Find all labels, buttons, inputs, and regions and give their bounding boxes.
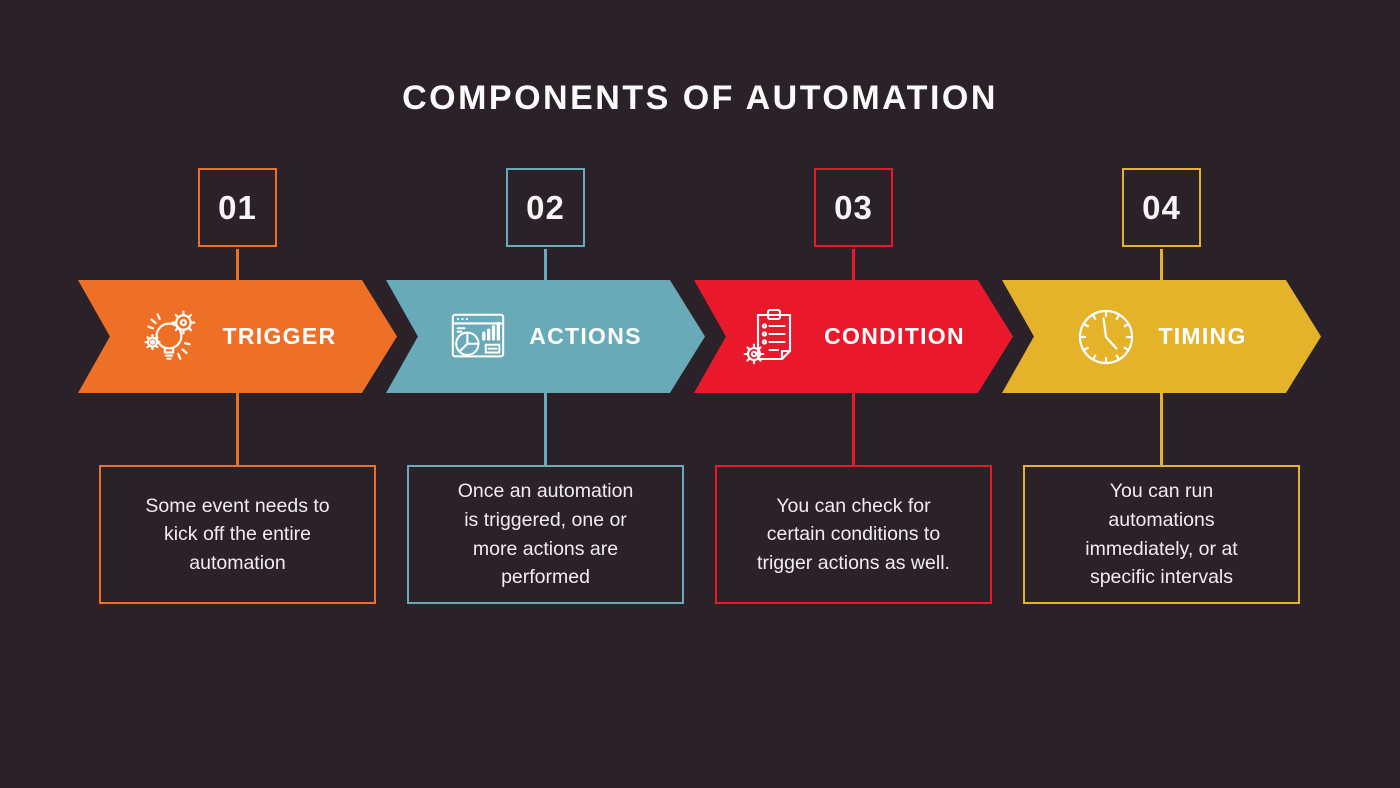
- connector-line: [1160, 249, 1163, 280]
- arrow-banner: CONDITION: [694, 280, 1013, 393]
- clipboard-checklist-gear-icon: [740, 304, 804, 370]
- step-label: CONDITION: [824, 323, 965, 349]
- step-number: 04: [1142, 188, 1181, 226]
- step-description-box: Some event needs to kick off the entire …: [99, 465, 376, 604]
- step-timing: 04: [1002, 168, 1321, 604]
- step-number: 03: [834, 188, 873, 226]
- step-actions: 02: [386, 168, 705, 604]
- connector-line: [544, 393, 547, 465]
- step-number-box: 04: [1122, 168, 1201, 247]
- step-number: 02: [526, 188, 565, 226]
- connector-line: [236, 393, 239, 465]
- step-description: Some event needs to kick off the entire …: [145, 494, 330, 574]
- step-label: TIMING: [1158, 323, 1247, 349]
- step-label: TRIGGER: [222, 323, 337, 349]
- step-condition: 03: [694, 168, 1013, 604]
- step-number-box: 02: [506, 168, 585, 247]
- page-title: COMPONENTS OF AUTOMATION: [402, 79, 998, 117]
- browser-charts-icon: [447, 308, 509, 366]
- arrow-banner: TIMING: [1002, 280, 1321, 393]
- step-number-box: 01: [198, 168, 277, 247]
- connector-line: [1160, 393, 1163, 465]
- connector-line: [852, 393, 855, 465]
- arrow-banner: TRIGGER: [78, 280, 397, 393]
- step-label: ACTIONS: [529, 323, 642, 349]
- step-description: Once an automation is triggered, one or …: [457, 480, 634, 589]
- connector-line: [236, 249, 239, 280]
- clock-icon: [1074, 305, 1138, 369]
- connector-line: [852, 249, 855, 280]
- step-description: You can check for certain conditions to …: [757, 494, 950, 574]
- step-description: You can run automations immediately, or …: [1085, 480, 1238, 589]
- lightbulb-gears-icon: [137, 304, 203, 370]
- step-number: 01: [218, 188, 257, 226]
- step-description-box: You can run automations immediately, or …: [1023, 465, 1300, 604]
- step-description-box: Once an automation is triggered, one or …: [407, 465, 684, 604]
- connector-line: [544, 249, 547, 280]
- step-trigger: 01: [78, 168, 397, 604]
- step-number-box: 03: [814, 168, 893, 247]
- step-description-box: You can check for certain conditions to …: [715, 465, 992, 604]
- arrow-banner: ACTIONS: [386, 280, 705, 393]
